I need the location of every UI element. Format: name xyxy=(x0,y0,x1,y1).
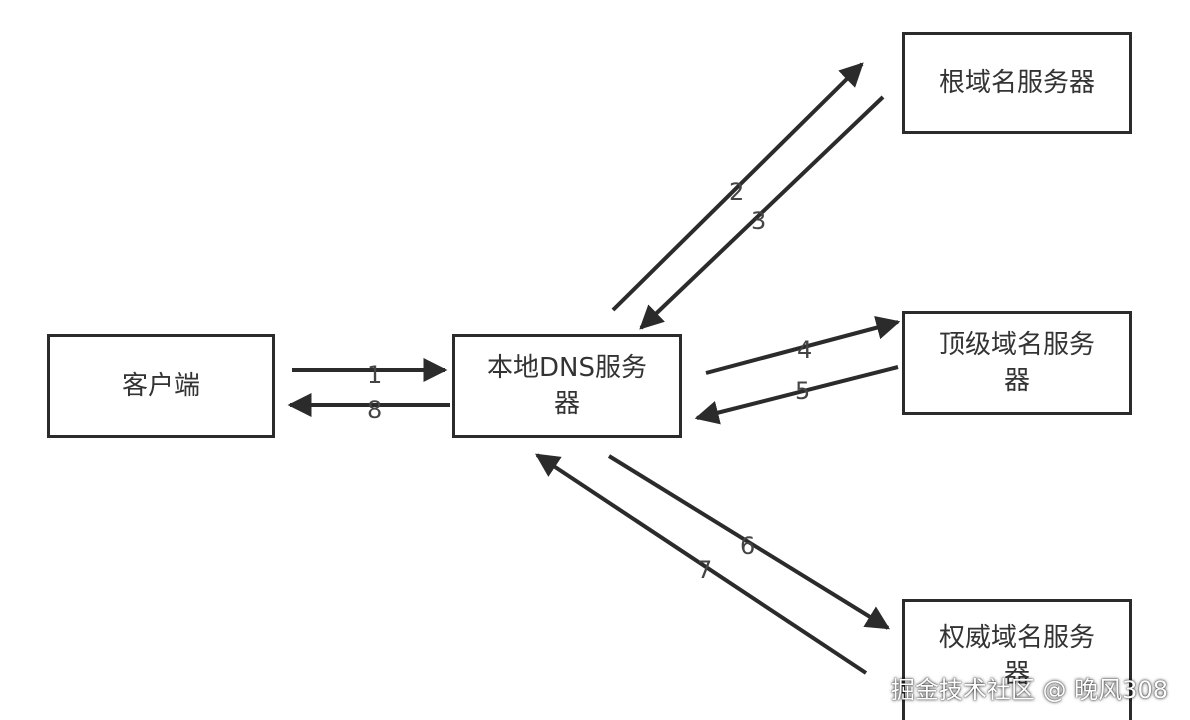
client-box: 客户端 xyxy=(47,334,275,438)
arrow-step-6 xyxy=(607,454,891,630)
local-dns-label-line2: 器 xyxy=(553,389,580,419)
local-dns-label-line1: 本地DNS服务 xyxy=(487,353,647,383)
tld-dns-box: 顶级域名服务 器 xyxy=(902,311,1132,415)
step-label-6: 6 xyxy=(740,532,756,560)
arrow-step-3 xyxy=(639,95,885,330)
auth-dns-box: 权威域名服务 器 xyxy=(902,599,1132,720)
watermark-text: 掘金技术社区 @ 晚风308 xyxy=(890,676,1168,704)
root-dns-box: 根域名服务器 xyxy=(902,32,1132,134)
step-label-5: 5 xyxy=(795,377,811,405)
auth-dns-label-line2: 器 xyxy=(1003,659,1030,689)
tld-dns-label-line1: 顶级域名服务 xyxy=(938,330,1095,360)
step-label-3: 3 xyxy=(751,207,767,235)
tld-dns-label-line2: 器 xyxy=(1003,366,1030,396)
arrow-step-2 xyxy=(611,62,864,312)
step-label-8: 8 xyxy=(367,396,383,424)
arrow-step-5 xyxy=(694,365,899,425)
step-label-2: 2 xyxy=(729,178,745,206)
step-label-4: 4 xyxy=(797,336,813,364)
arrow-step-7 xyxy=(534,453,868,675)
root-dns-label: 根域名服务器 xyxy=(938,68,1095,98)
auth-dns-label-line1: 权威域名服务 xyxy=(938,623,1095,653)
step-label-7: 7 xyxy=(697,556,713,584)
step-label-1: 1 xyxy=(367,361,383,389)
arrow-step-4 xyxy=(705,315,901,375)
client-label: 客户端 xyxy=(121,371,200,401)
local-dns-box: 本地DNS服务 器 xyxy=(452,334,682,438)
